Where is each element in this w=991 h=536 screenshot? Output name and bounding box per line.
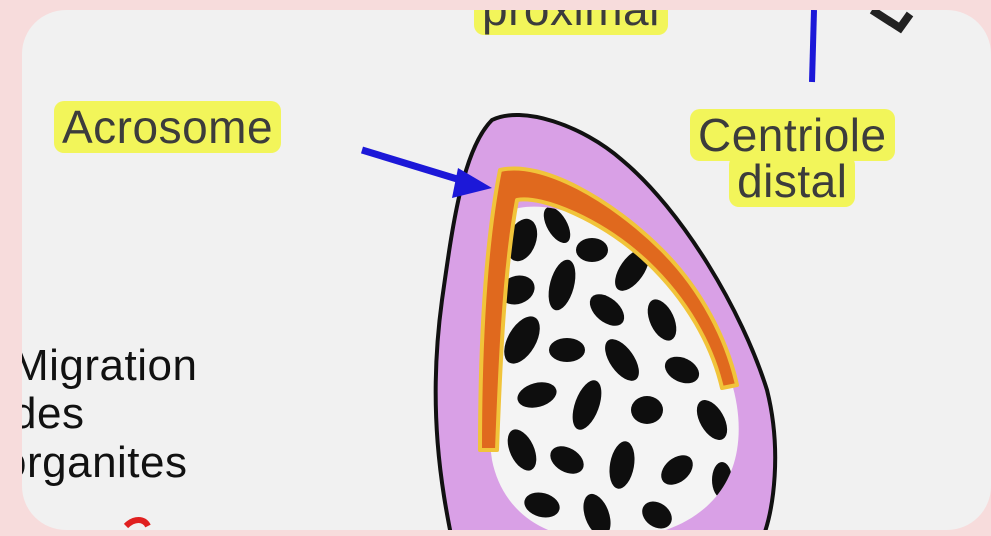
proximal-label: proximal xyxy=(474,10,668,32)
image-card: proximal Acrosome Centriole distal Migra… xyxy=(22,10,991,530)
migration-label: Migration des organites xyxy=(24,342,197,487)
red-mark xyxy=(126,520,148,526)
centriole-pointer-line xyxy=(812,10,814,82)
corner-stroke xyxy=(872,10,910,28)
centriole-distal-label: Centriole distal xyxy=(690,112,895,204)
acrosome-label: Acrosome xyxy=(54,104,281,150)
